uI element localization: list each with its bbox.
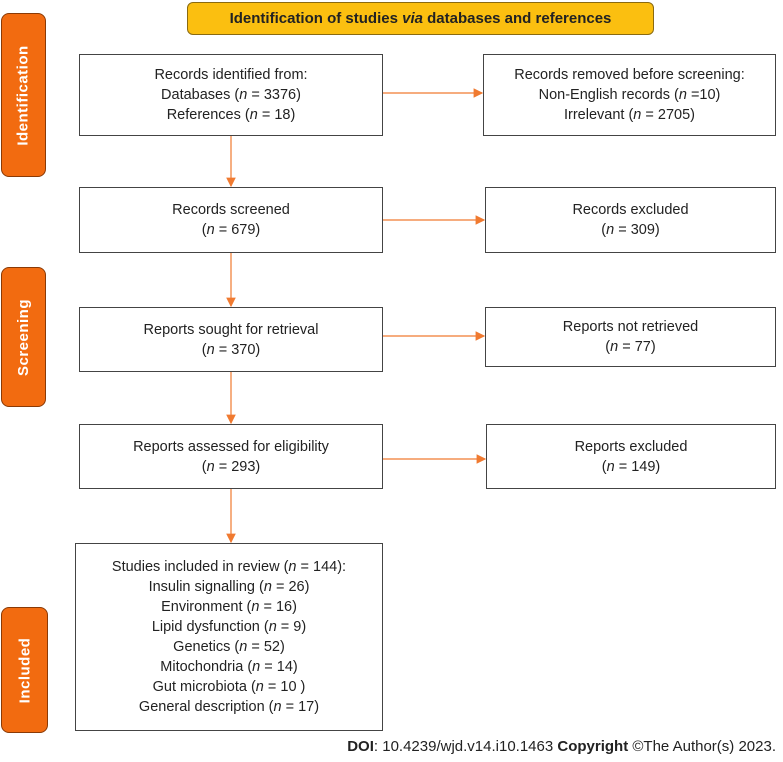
box-line: Records identified from: bbox=[154, 67, 308, 83]
box-line: References (n = 18) bbox=[166, 107, 296, 123]
box-line: (n = 293) bbox=[201, 458, 261, 475]
box-line: (n = 309) bbox=[601, 222, 660, 238]
box-line: Reports not retrieved bbox=[562, 319, 699, 335]
box-line: Insulin signalling (n = 26) bbox=[148, 579, 310, 595]
phase-included: Included bbox=[1, 607, 48, 733]
box-line: Reports excluded bbox=[574, 438, 688, 455]
title-italic: via bbox=[402, 10, 423, 27]
studies-included-box: Studies included in review (n = 144): In… bbox=[75, 543, 383, 731]
copyright-value: ©The Author(s) 2023. bbox=[628, 738, 776, 755]
box-line: (n = 149) bbox=[601, 458, 661, 475]
phase-screening: Screening bbox=[1, 267, 46, 407]
records-removed-box: Records removed before screening: Non-Eng… bbox=[483, 54, 776, 136]
copyright-label: Copyright bbox=[557, 738, 629, 755]
box-line: Lipid dysfunction (n = 9) bbox=[151, 619, 307, 635]
box-line: Mitochondria (n = 14) bbox=[160, 659, 298, 675]
reports-not-retrieved-box: Reports not retrieved (n = 77) bbox=[485, 307, 776, 367]
box-line: Genetics (n = 52) bbox=[173, 639, 285, 655]
box-line: Records removed before screening: bbox=[514, 67, 745, 83]
reports-excluded-box: Reports excluded (n = 149) bbox=[486, 424, 776, 489]
box-line: Reports assessed for eligibility bbox=[133, 438, 329, 455]
box-line: (n = 77) bbox=[605, 339, 656, 355]
box-line: Databases (n = 3376) bbox=[161, 87, 301, 103]
reports-sought-box: Reports sought for retrieval (n = 370) bbox=[79, 307, 383, 372]
box-line: Studies included in review (n = 144): bbox=[111, 559, 347, 575]
box-line: Non-English records (n =10) bbox=[538, 87, 721, 103]
records-identified-box: Records identified from: Databases (n = 3… bbox=[79, 54, 383, 136]
box-line: Reports sought for retrieval bbox=[143, 321, 319, 338]
title-text-end: databases and references bbox=[422, 10, 612, 27]
box-line: General description (n = 17) bbox=[138, 699, 320, 715]
box-line: Irrelevant (n = 2705) bbox=[563, 107, 695, 123]
reports-assessed-box: Reports assessed for eligibility (n = 293… bbox=[79, 424, 383, 489]
records-excluded-box: Records excluded (n = 309) bbox=[485, 187, 776, 253]
footer-citation: DOI: 10.4239/wjd.v14.i10.1463 Copyright … bbox=[347, 738, 776, 755]
phase-identification: Identification bbox=[1, 13, 46, 177]
title-text: Identification of studies bbox=[229, 10, 403, 27]
diagram-title: Identification of studies via databases … bbox=[187, 2, 654, 35]
box-line: (n = 679) bbox=[201, 222, 261, 238]
box-line: Gut microbiota (n = 10 ) bbox=[152, 679, 306, 695]
box-line: (n = 370) bbox=[201, 341, 261, 358]
box-line: Records screened bbox=[172, 202, 290, 218]
doi-value: : 10.4239/wjd.v14.i10.1463 bbox=[373, 738, 558, 755]
doi-label: DOI bbox=[347, 738, 374, 755]
box-line: Environment (n = 16) bbox=[161, 599, 297, 615]
box-line: Records excluded bbox=[572, 202, 689, 218]
records-screened-box: Records screened (n = 679) bbox=[79, 187, 383, 253]
